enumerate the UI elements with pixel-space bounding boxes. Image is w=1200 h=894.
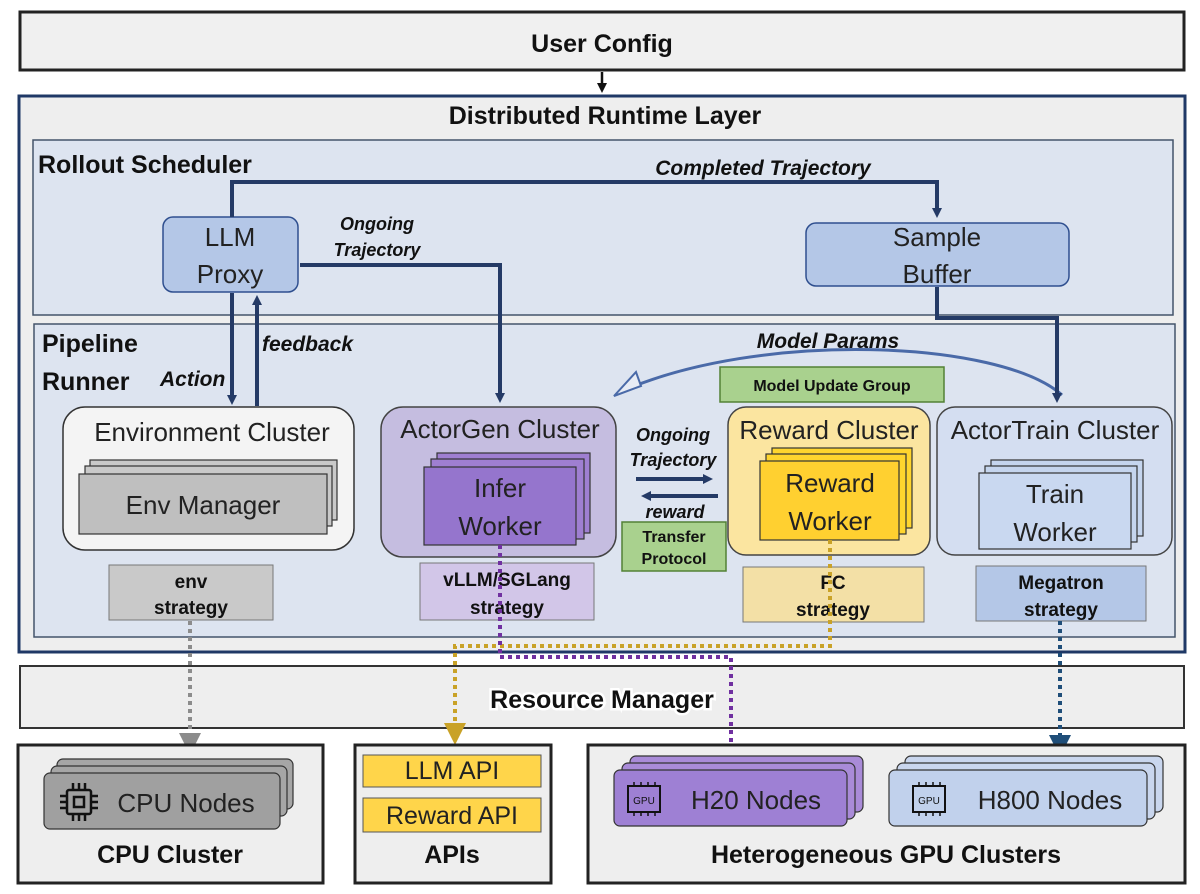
reward-worker-line2: Worker: [788, 506, 872, 536]
cpu-chip-icon: [60, 783, 98, 821]
reward-cluster-label: Reward Cluster: [739, 415, 919, 445]
model-params-arrowhead: [613, 370, 643, 397]
h20-gpu-icon-text: GPU: [633, 796, 655, 807]
environment-cluster-label: Environment Cluster: [94, 417, 330, 447]
action-label: Action: [159, 368, 225, 391]
h20-gpu-icon: GPU: [627, 782, 661, 816]
megatron-strategy-line2: strategy: [1024, 600, 1098, 621]
ongoing-trajectory-top-line1: Ongoing: [340, 214, 414, 234]
h800-gpu-icon-text: GPU: [918, 796, 940, 807]
reward-api-label: Reward API: [386, 802, 518, 830]
gpu-clusters-label: Heterogeneous GPU Clusters: [711, 841, 1061, 869]
h20-nodes-label: H20 Nodes: [691, 785, 821, 815]
buffer-to-train-arrow: [935, 287, 1062, 403]
transfer-protocol-line2: Protocol: [642, 551, 707, 568]
train-worker-line2: Worker: [1013, 517, 1097, 547]
train-worker-line1: Train: [1026, 479, 1084, 509]
apis-label: APIs: [424, 841, 480, 869]
h800-nodes-label: H800 Nodes: [978, 785, 1123, 815]
reward-mid-label: reward: [645, 502, 705, 522]
runtime-layer-title: Distributed Runtime Layer: [449, 102, 762, 130]
fc-strategy-line1: FC: [820, 573, 846, 594]
completed-trajectory-arrow: [230, 180, 942, 218]
env-manager-box: [78, 473, 328, 535]
pipeline-runner-line1: Pipeline: [42, 330, 138, 358]
reward-worker-line1: Reward: [785, 468, 875, 498]
cpu-nodes-label: CPU Nodes: [117, 788, 254, 818]
llm-api-box: [362, 754, 542, 788]
infer-worker-line1: Infer: [474, 473, 526, 503]
reward-api-box: [362, 797, 542, 833]
fc-strategy-line2: strategy: [796, 600, 870, 621]
vllm-strategy-line2: strategy: [470, 598, 544, 619]
env-strategy-box: [108, 564, 274, 621]
sample-buffer-line2: Buffer: [903, 259, 972, 289]
megatron-strategy-box: [975, 565, 1147, 622]
infer-worker-line2: Worker: [458, 511, 542, 541]
actortrain-cluster-label: ActorTrain Cluster: [951, 415, 1160, 445]
llm-proxy-line2: Proxy: [197, 259, 263, 289]
reward-worker-box: [759, 460, 900, 541]
ongoing-trajectory-arrow: [300, 263, 505, 403]
env-strategy-line1: env: [175, 572, 208, 593]
sample-buffer-box: [805, 222, 1070, 287]
h800-nodes-box: [888, 769, 1148, 827]
transfer-protocol-box: [621, 521, 727, 572]
llm-api-label: LLM API: [405, 757, 500, 785]
vllm-strategy-line1: vLLM/SGLang: [443, 570, 571, 591]
infer-to-h20-dotted: [498, 545, 742, 768]
vllm-strategy-box: [419, 562, 595, 621]
model-params-label: Model Params: [757, 330, 899, 353]
fc-strategy-box: [742, 566, 925, 623]
model-params-arrow: [619, 348, 1063, 397]
resource-manager-label: Resource Manager: [490, 686, 714, 714]
pipeline-runner-line2: Runner: [42, 368, 130, 396]
user-config-label: User Config: [531, 30, 673, 58]
cpu-cluster-label: CPU Cluster: [97, 841, 243, 869]
env-manager-label: Env Manager: [126, 490, 281, 520]
model-update-group-box: [719, 366, 945, 403]
rollout-scheduler-title: Rollout Scheduler: [38, 151, 252, 179]
resource-manager-box: [19, 665, 1185, 729]
infer-worker-box: [423, 466, 577, 546]
actorgen-cluster-label: ActorGen Cluster: [400, 414, 600, 444]
h20-nodes-box: [613, 769, 848, 827]
feedback-label: feedback: [262, 333, 354, 356]
train-worker-box: [978, 472, 1132, 550]
env-strategy-line2: strategy: [154, 598, 228, 619]
transfer-protocol-line1: Transfer: [642, 529, 705, 546]
model-update-group-label: Model Update Group: [753, 378, 911, 395]
megatron-strategy-line1: Megatron: [1018, 573, 1104, 594]
llm-proxy-line1: LLM: [205, 222, 256, 252]
cpu-nodes-box: [43, 772, 281, 830]
completed-trajectory-label: Completed Trajectory: [655, 157, 872, 180]
user-config-box: [18, 10, 1186, 72]
ongoing-trajectory-mid-line1: Ongoing: [636, 425, 710, 445]
ongoing-trajectory-top-line2: Trajectory: [334, 240, 422, 260]
h800-gpu-icon: GPU: [912, 782, 946, 816]
sample-buffer-line1: Sample: [893, 222, 981, 252]
ongoing-trajectory-mid-line2: Trajectory: [630, 450, 718, 470]
